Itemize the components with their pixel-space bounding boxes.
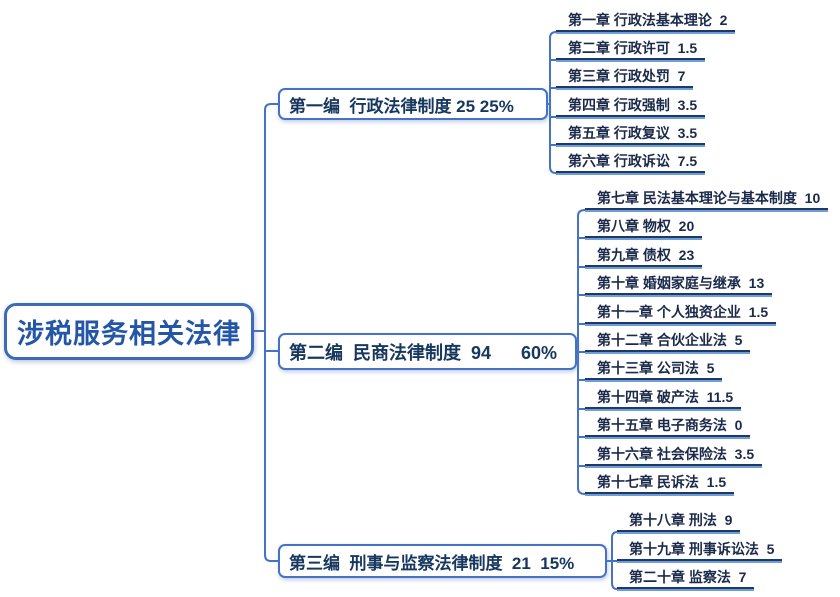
leaf-node[interactable]: 第十五章 电子商务法 0 — [585, 415, 751, 437]
leaf-node[interactable]: 第十三章 公司法 5 — [585, 358, 723, 380]
branch-node-administrative-law[interactable]: 第一编 行政法律制度 25 25% — [278, 88, 548, 120]
leaf-node[interactable]: 第七章 民法基本理论与基本制度 10 — [585, 188, 829, 210]
leaf-node[interactable]: 第二十章 监察法 7 — [617, 567, 755, 589]
leaf-node[interactable]: 第十一章 个人独资企业 1.5 — [585, 302, 777, 324]
connector-root-trunk — [253, 103, 279, 562]
leaf-node[interactable]: 第十四章 破产法 11.5 — [585, 387, 742, 409]
root-node[interactable]: 涉税服务相关法律 — [4, 303, 254, 360]
leaf-node[interactable]: 第九章 债权 23 — [585, 245, 703, 267]
leaf-node[interactable]: 第十九章 刑事诉讼法 5 — [617, 539, 783, 561]
leaf-node[interactable]: 第四章 行政强制 3.5 — [556, 95, 706, 117]
leaf-node[interactable]: 第八章 物权 20 — [585, 216, 703, 238]
branch-node-civil-commercial-law[interactable]: 第二编 民商法律制度 94 60% — [278, 333, 577, 370]
leaf-node[interactable]: 第三章 行政处罚 7 — [556, 66, 694, 88]
leaf-node[interactable]: 第十八章 刑法 9 — [617, 510, 741, 532]
leaf-node[interactable]: 第十章 婚姻家庭与继承 13 — [585, 273, 773, 295]
leaf-node[interactable]: 第十二章 合伙企业法 5 — [585, 330, 751, 352]
leaf-node[interactable]: 第六章 行政诉讼 7.5 — [556, 151, 706, 173]
leaf-node[interactable]: 第十七章 民诉法 1.5 — [585, 472, 735, 494]
branch-node-criminal-supervision-law[interactable]: 第三编 刑事与监察法律制度 21 15% — [278, 544, 607, 578]
leaf-node[interactable]: 第五章 行政复议 3.5 — [556, 123, 706, 145]
leaf-node[interactable]: 第十六章 社会保险法 3.5 — [585, 444, 763, 466]
leaf-node[interactable]: 第一章 行政法基本理论 2 — [556, 10, 736, 32]
leaf-node[interactable]: 第二章 行政许可 1.5 — [556, 38, 706, 60]
